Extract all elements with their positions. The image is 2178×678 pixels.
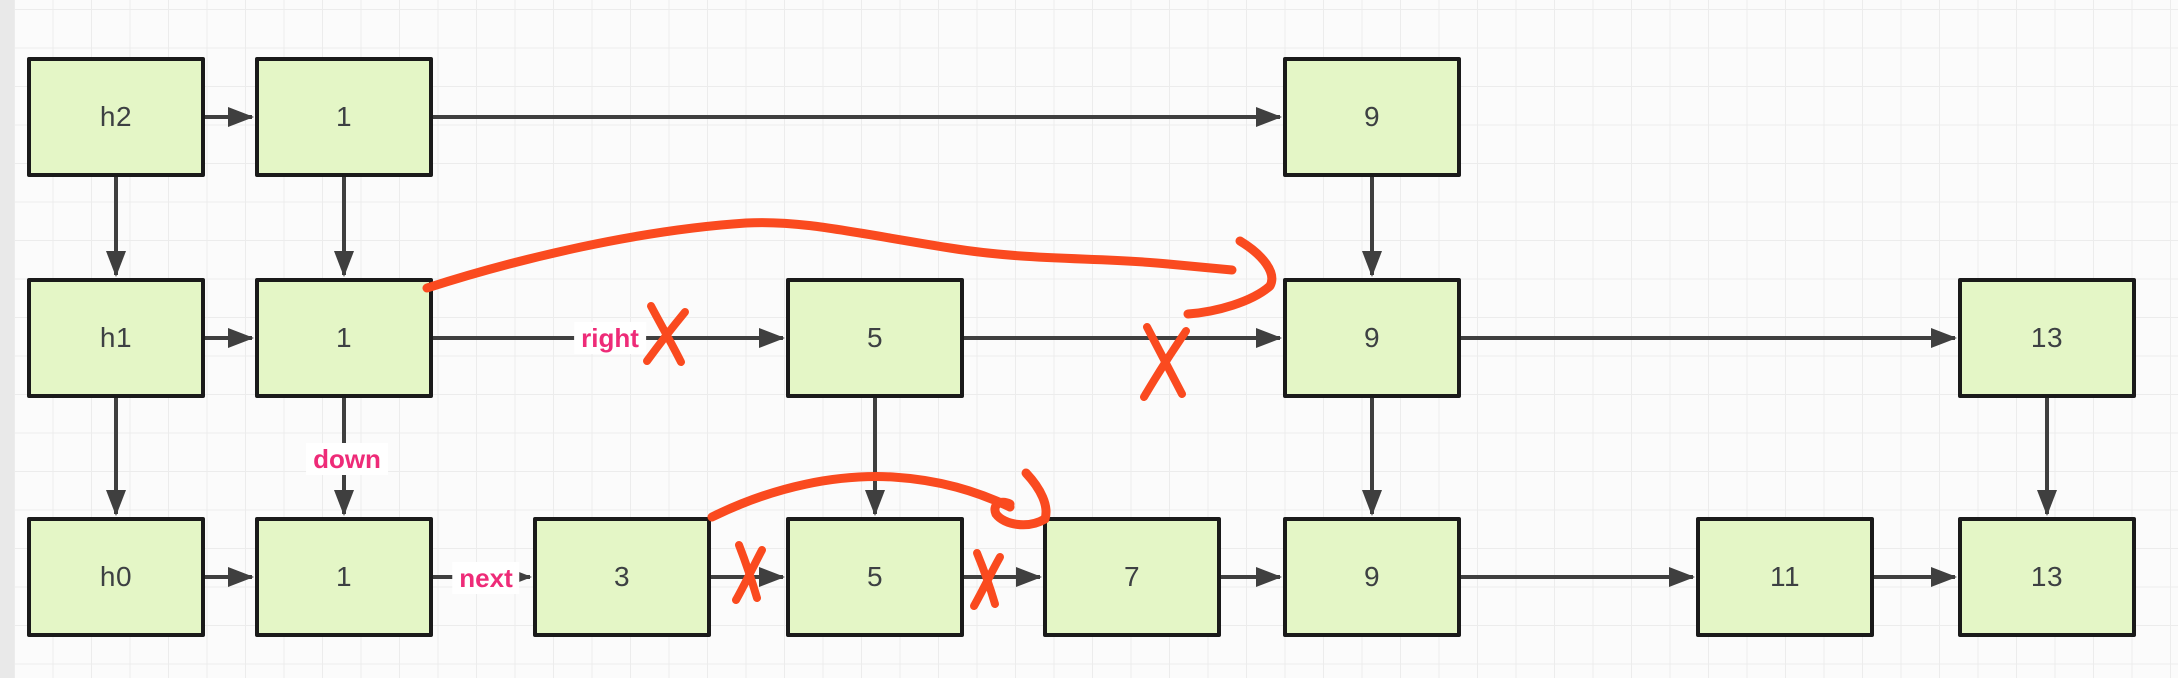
- node-t-1[interactable]: 1: [255, 57, 433, 177]
- node-label: 7: [1123, 561, 1141, 592]
- node-b-13[interactable]: 13: [1958, 517, 2136, 637]
- node-m-13[interactable]: 13: [1958, 278, 2136, 398]
- canvas-left-margin: [0, 0, 14, 678]
- node-m-9[interactable]: 9: [1283, 278, 1461, 398]
- node-b-7[interactable]: 7: [1043, 517, 1221, 637]
- node-label: h0: [99, 561, 133, 592]
- node-m-5[interactable]: 5: [786, 278, 964, 398]
- node-b-3[interactable]: 3: [533, 517, 711, 637]
- node-t-9[interactable]: 9: [1283, 57, 1461, 177]
- node-label: 13: [2030, 561, 2064, 592]
- node-label: 9: [1363, 101, 1381, 132]
- down-pointer-label: down: [306, 443, 388, 475]
- node-label: h1: [99, 322, 133, 353]
- node-label: 5: [866, 322, 884, 353]
- node-label: 1: [335, 561, 353, 592]
- node-b-h0[interactable]: h0: [27, 517, 205, 637]
- node-m-h1[interactable]: h1: [27, 278, 205, 398]
- node-b-9[interactable]: 9: [1283, 517, 1461, 637]
- node-b-11[interactable]: 11: [1696, 517, 1874, 637]
- node-label: 11: [1769, 561, 1801, 592]
- node-b-1[interactable]: 1: [255, 517, 433, 637]
- next-pointer-label: next: [452, 562, 520, 594]
- node-label: 9: [1363, 322, 1381, 353]
- node-label: 13: [2030, 322, 2064, 353]
- node-label: 3: [613, 561, 631, 592]
- node-label: 5: [866, 561, 884, 592]
- right-pointer-label: right: [574, 322, 646, 354]
- node-label: h2: [99, 101, 133, 132]
- node-t-h2[interactable]: h2: [27, 57, 205, 177]
- node-b-5[interactable]: 5: [786, 517, 964, 637]
- node-label: 9: [1363, 561, 1381, 592]
- node-m-1[interactable]: 1: [255, 278, 433, 398]
- node-label: 1: [335, 322, 353, 353]
- node-label: 1: [335, 101, 353, 132]
